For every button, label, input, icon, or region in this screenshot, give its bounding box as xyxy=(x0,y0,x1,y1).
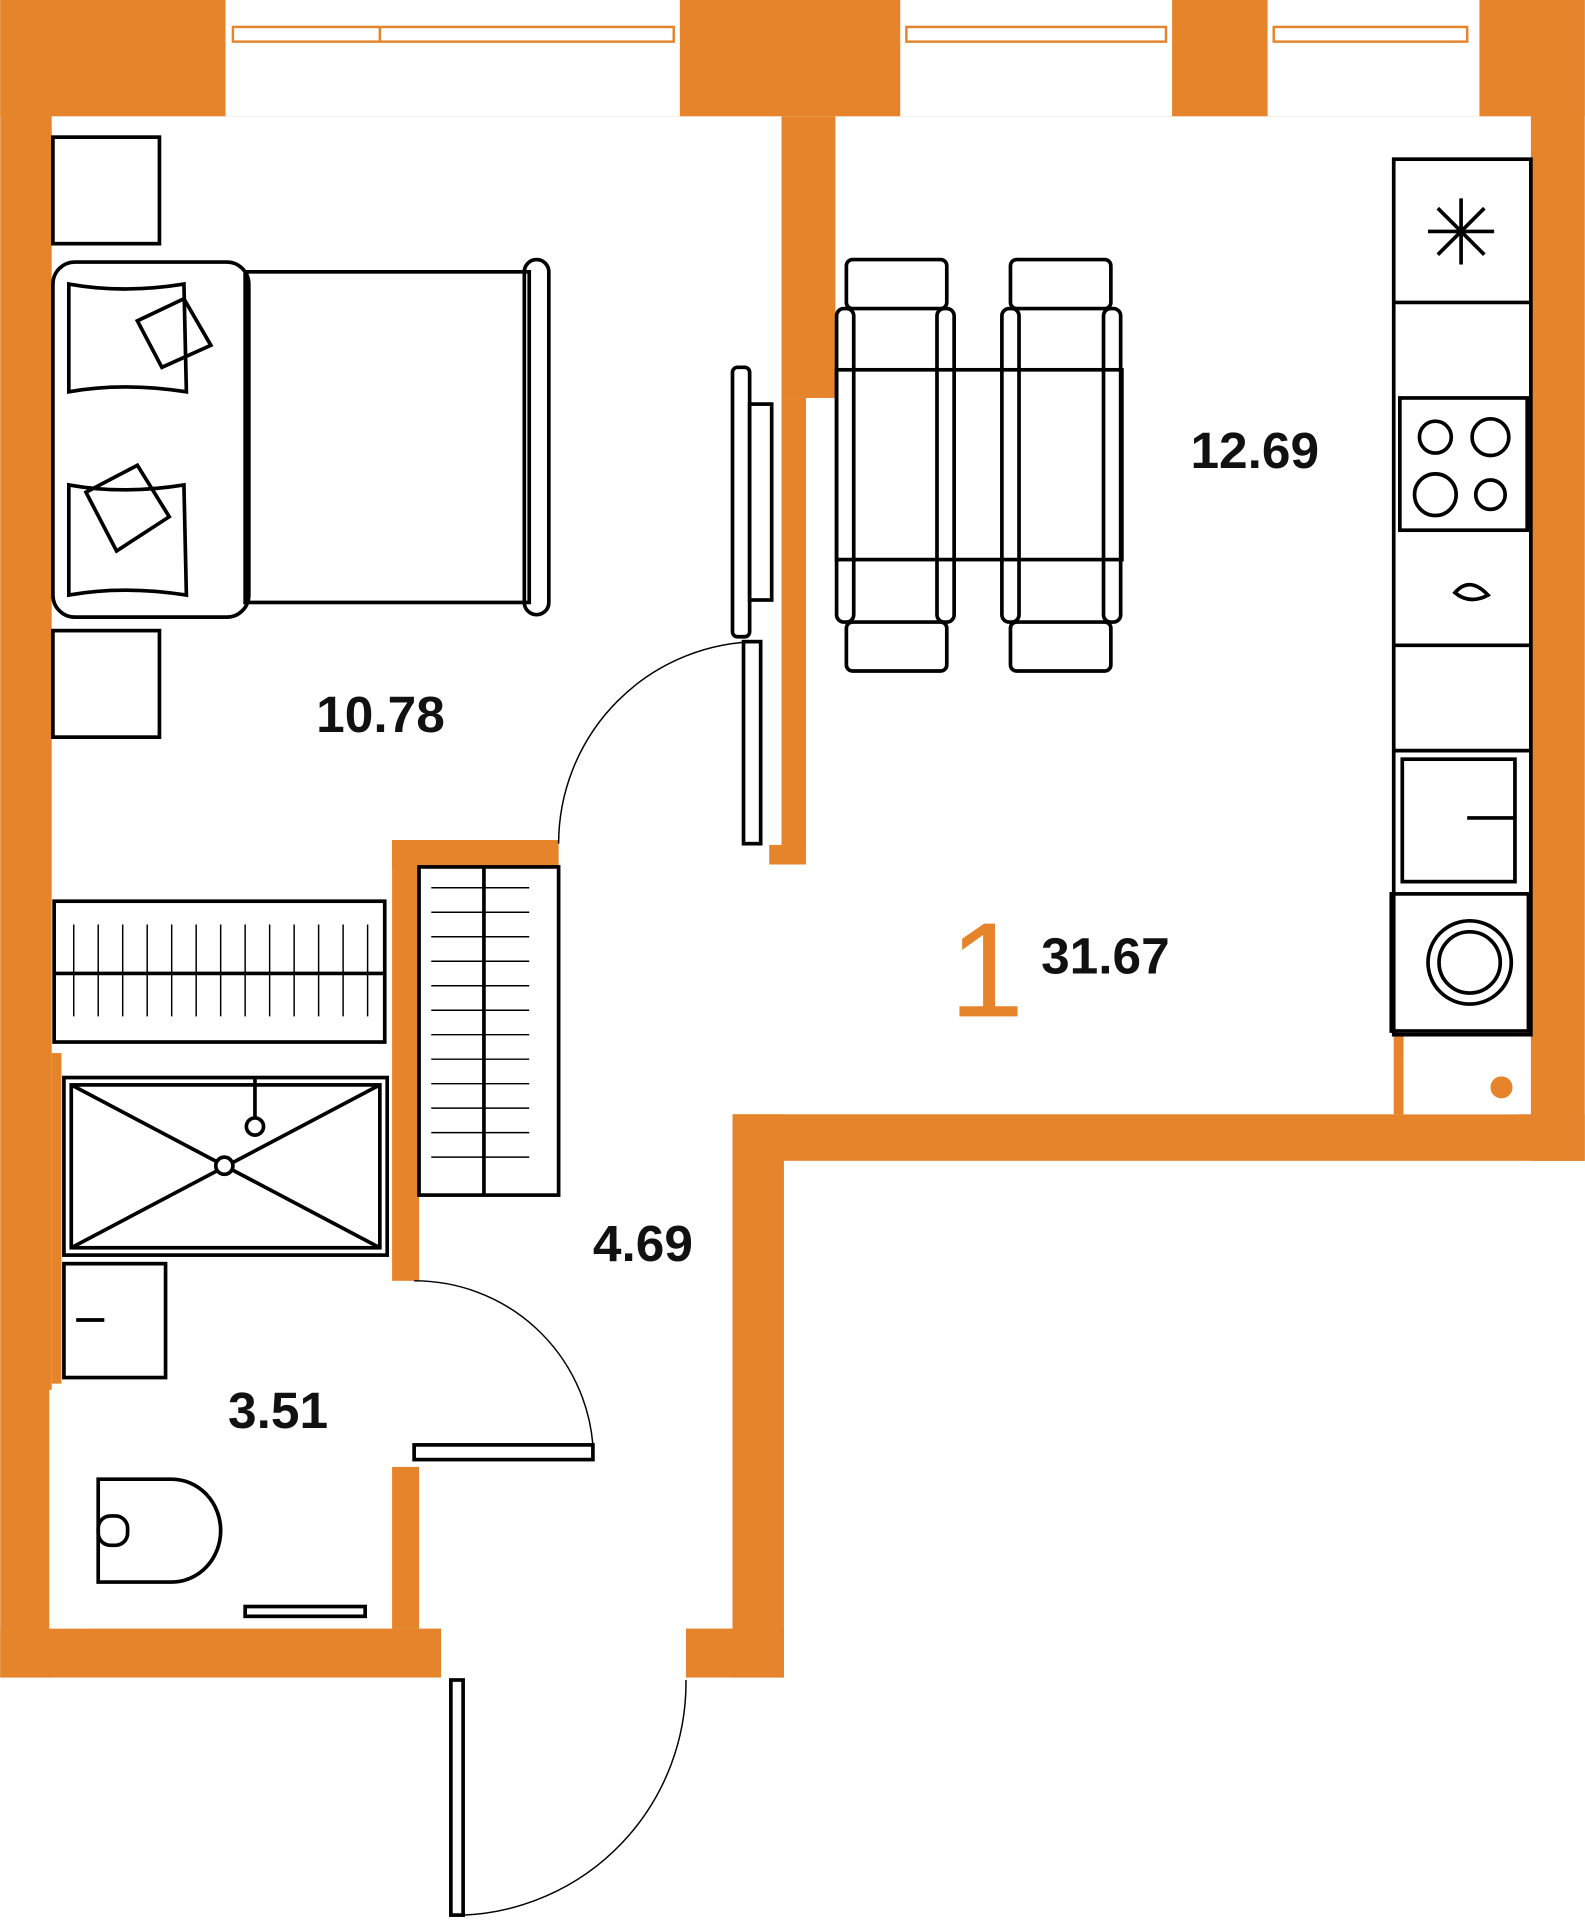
bed xyxy=(243,270,532,605)
windows xyxy=(225,0,1480,117)
riser-dot xyxy=(1490,1076,1513,1099)
kitchen-area: 12.69 xyxy=(1190,421,1319,479)
bedroom-furniture xyxy=(51,135,774,846)
toilet xyxy=(96,1477,223,1584)
washing-machine xyxy=(1389,892,1531,1033)
hallway-area: 4.69 xyxy=(593,1214,693,1272)
stove xyxy=(1398,396,1530,533)
nightstand-top xyxy=(51,135,162,246)
hall-door xyxy=(412,1443,595,1462)
oven xyxy=(1400,757,1517,884)
dining-table xyxy=(834,367,1124,562)
total-area: 31.67 xyxy=(1041,926,1170,984)
towel-rail xyxy=(243,1604,367,1619)
sink-tap xyxy=(1452,582,1491,602)
entrance-door xyxy=(449,1678,465,1917)
kitchen-counter xyxy=(1391,157,1533,1037)
wardrobe xyxy=(417,865,561,1197)
sink xyxy=(62,1261,168,1380)
hallway-furniture xyxy=(52,865,687,1917)
room-count: 1 xyxy=(949,894,1024,1045)
tv-unit xyxy=(730,365,774,639)
bedroom-door xyxy=(741,639,763,846)
shower-tray xyxy=(62,1075,390,1257)
kitchen-furniture xyxy=(834,157,1533,1115)
snowflake-icon xyxy=(1428,198,1495,265)
bedroom-area: 10.78 xyxy=(316,685,445,743)
labels: 10.78 12.69 4.69 3.51 1 31.67 xyxy=(228,421,1319,1439)
bathroom-furniture xyxy=(62,1075,390,1619)
nightstand-bottom xyxy=(51,628,162,739)
bathroom-area: 3.51 xyxy=(228,1381,328,1439)
